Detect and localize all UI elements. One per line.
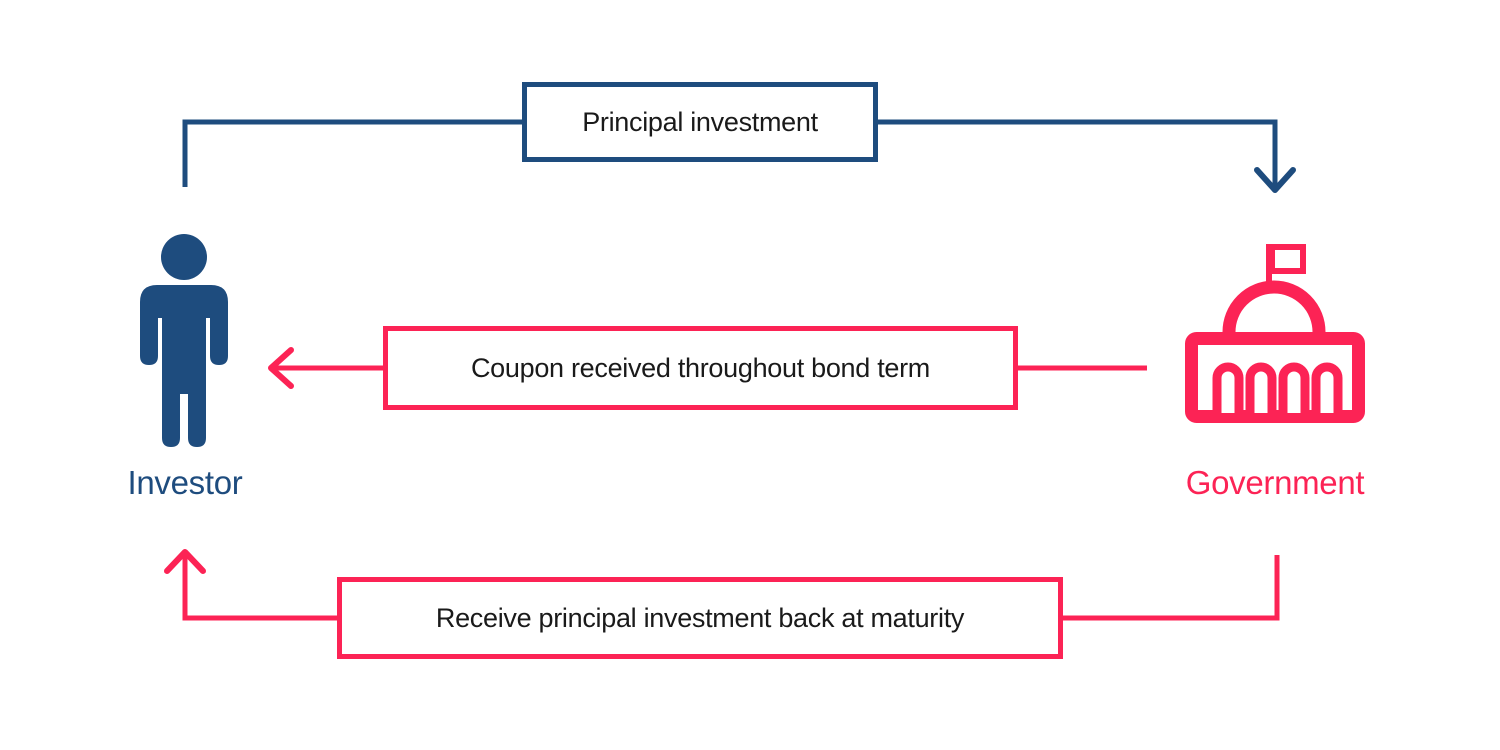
- arrowhead-down-icon: [1254, 167, 1296, 193]
- coupon-label: Coupon received throughout bond term: [470, 352, 930, 383]
- flag-icon: [1269, 244, 1306, 274]
- government-label: Government: [1185, 464, 1365, 501]
- column-arch: [1311, 362, 1343, 413]
- person-icon: [140, 234, 228, 447]
- principal-investment-label-box: Principal investment: [522, 82, 878, 162]
- building-dome: [1222, 280, 1326, 349]
- person-head: [161, 234, 207, 280]
- arrowhead-up-icon: [164, 549, 206, 574]
- principal-investment-label: Principal investment: [582, 106, 818, 137]
- coupon-label-box: Coupon received throughout bond term: [383, 326, 1018, 410]
- column-arch: [1278, 362, 1310, 413]
- column-arch: [1245, 362, 1277, 413]
- maturity-label-box: Receive principal investment back at mat…: [337, 577, 1063, 659]
- maturity-label: Receive principal investment back at mat…: [435, 602, 965, 633]
- column-arch: [1212, 362, 1244, 413]
- person-legs: [162, 322, 206, 447]
- arrowhead-left-icon: [268, 347, 294, 389]
- building-columns: [1212, 362, 1343, 413]
- investor-label: Investor: [127, 464, 243, 501]
- government-building-icon: [1185, 244, 1365, 423]
